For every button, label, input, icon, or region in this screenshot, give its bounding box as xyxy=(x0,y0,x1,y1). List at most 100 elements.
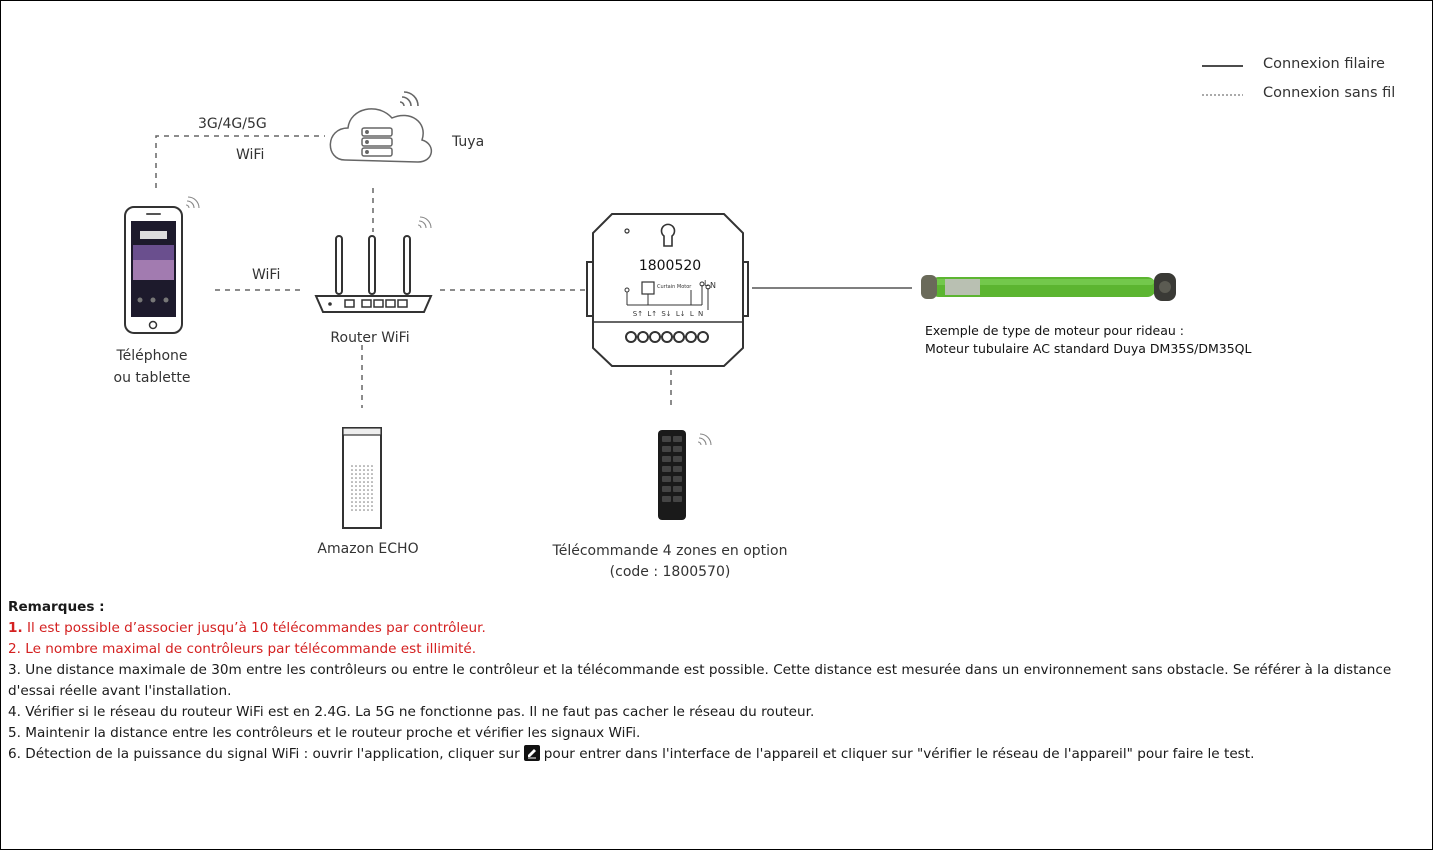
speaker-grille-dot xyxy=(367,489,369,491)
remote-button xyxy=(662,446,671,452)
controller-pin-l: L xyxy=(704,279,709,288)
speaker-grille-dot xyxy=(371,489,373,491)
speaker-grille-dot xyxy=(371,485,373,487)
speaker-grille-dot xyxy=(363,469,365,471)
motor-caption-line1: Exemple de type de moteur pour rideau : xyxy=(925,323,1185,338)
speaker-grille-dot xyxy=(363,505,365,507)
remote-button xyxy=(673,436,682,442)
speaker-grille-dot xyxy=(355,489,357,491)
phone-label-line1: Téléphone xyxy=(116,348,188,364)
speaker-grille-dot xyxy=(351,497,353,499)
speaker-grille-dot xyxy=(359,477,361,479)
router-link-label: WiFi xyxy=(252,267,281,283)
speaker-grille-dot xyxy=(371,493,373,495)
controller-pin-n: N xyxy=(710,281,716,290)
speaker-grille-dot xyxy=(371,497,373,499)
tubular-motor-image xyxy=(921,273,1176,301)
controller-motor-tag: Curtain Motor xyxy=(657,284,692,290)
echo-label: Amazon ECHO xyxy=(317,541,419,557)
cloud-link-bottom-label: WiFi xyxy=(236,147,265,163)
speaker-grille-dot xyxy=(371,473,373,475)
speaker-grille-dot xyxy=(363,481,365,483)
speaker-grille-dot xyxy=(359,485,361,487)
speaker-grille-dot xyxy=(363,473,365,475)
speaker-grille-dot xyxy=(359,465,361,467)
speaker-grille-dot xyxy=(359,493,361,495)
remote-control-icon xyxy=(658,430,686,520)
legend-wireless-label: Connexion sans fil xyxy=(1263,85,1396,101)
remote-button xyxy=(673,446,682,452)
speaker-grille-dot xyxy=(355,501,357,503)
legend-wired-label: Connexion filaire xyxy=(1263,56,1385,72)
speaker-grille-dot xyxy=(371,509,373,511)
remote-button xyxy=(662,436,671,442)
speaker-grille-dot xyxy=(355,465,357,467)
speaker-grille-dot xyxy=(363,485,365,487)
speaker-grille-dot xyxy=(355,469,357,471)
speaker-grille-dot xyxy=(351,477,353,479)
remote-button xyxy=(673,456,682,462)
amazon-echo-icon xyxy=(342,427,382,529)
speaker-grille-dot xyxy=(363,497,365,499)
speaker-grille-dot xyxy=(363,465,365,467)
controller-module-icon xyxy=(586,213,749,367)
note-6-text-b: pour entrer dans l'interface de l'appare… xyxy=(543,746,1255,762)
cloud-label: Tuya xyxy=(452,134,485,150)
speaker-grille-dot xyxy=(351,469,353,471)
speaker-grille-dot xyxy=(355,473,357,475)
phone-icon xyxy=(124,206,183,334)
speaker-grille-dot xyxy=(351,509,353,511)
remote-button xyxy=(673,496,682,502)
speaker-grille-dot xyxy=(371,477,373,479)
speaker-grille-dot xyxy=(363,493,365,495)
remote-button xyxy=(662,486,671,492)
speaker-grille-dot xyxy=(371,501,373,503)
speaker-grille-dot xyxy=(351,485,353,487)
cloud-link-top-label: 3G/4G/5G xyxy=(198,116,267,132)
router-label: Router WiFi xyxy=(330,330,410,346)
speaker-grille-dot xyxy=(351,501,353,503)
remote-button xyxy=(662,476,671,482)
remote-button xyxy=(662,456,671,462)
speaker-grille-dot xyxy=(367,485,369,487)
speaker-grille-dot xyxy=(363,509,365,511)
speaker-grille-dot xyxy=(359,501,361,503)
remarks-title: Remarques : xyxy=(8,599,105,615)
connection-diagram: Connexion filaire Connexion sans fil 3G/… xyxy=(114,56,1396,580)
speaker-grille-dot xyxy=(367,473,369,475)
speaker-grille-dot xyxy=(351,481,353,483)
speaker-grille-dot xyxy=(359,505,361,507)
speaker-grille-dot xyxy=(371,469,373,471)
speaker-grille-dot xyxy=(359,489,361,491)
speaker-grille-dot xyxy=(355,505,357,507)
speaker-grille-dot xyxy=(367,501,369,503)
motor-caption-line2: Moteur tubulaire AC standard Duya DM35S/… xyxy=(925,341,1252,356)
speaker-grille-dot xyxy=(363,501,365,503)
note-2: 2. Le nombre maximal de contrôleurs par … xyxy=(8,641,477,657)
speaker-grille-dot xyxy=(363,489,365,491)
speaker-grille-dot xyxy=(367,465,369,467)
note-1: 1. Il est possible d’associer jusqu’à 10… xyxy=(8,618,1428,639)
speaker-grille-dot xyxy=(359,481,361,483)
remote-label-line2: (code : 1800570) xyxy=(609,564,731,580)
note-5: 5. Maintenir la distance entre les contr… xyxy=(8,725,641,741)
speaker-grille-dot xyxy=(351,465,353,467)
speaker-grille-dot xyxy=(351,493,353,495)
speaker-grille-dot xyxy=(359,473,361,475)
wifi-signal-icon xyxy=(185,196,712,446)
remote-label-line1: Télécommande 4 zones en option xyxy=(552,543,788,559)
speaker-grille-dot xyxy=(367,481,369,483)
wifi-signal-icon xyxy=(399,91,419,107)
speaker-grille-dot xyxy=(367,477,369,479)
note-4: 4. Vérifier si le réseau du routeur WiFi… xyxy=(8,704,815,720)
controller-code-label: 1800520 xyxy=(638,258,702,274)
remarks-section: Remarques : 1. Il est possible d’associe… xyxy=(8,597,1428,765)
speaker-grille-dot xyxy=(367,505,369,507)
speaker-grille-dot xyxy=(355,485,357,487)
note-1-text: Il est possible d’associer jusqu’à 10 té… xyxy=(22,620,486,636)
speaker-grille-dot xyxy=(351,505,353,507)
remote-button xyxy=(673,466,682,472)
speaker-grille-dot xyxy=(371,505,373,507)
speaker-grille-dot xyxy=(355,477,357,479)
speaker-grille-dot xyxy=(355,481,357,483)
